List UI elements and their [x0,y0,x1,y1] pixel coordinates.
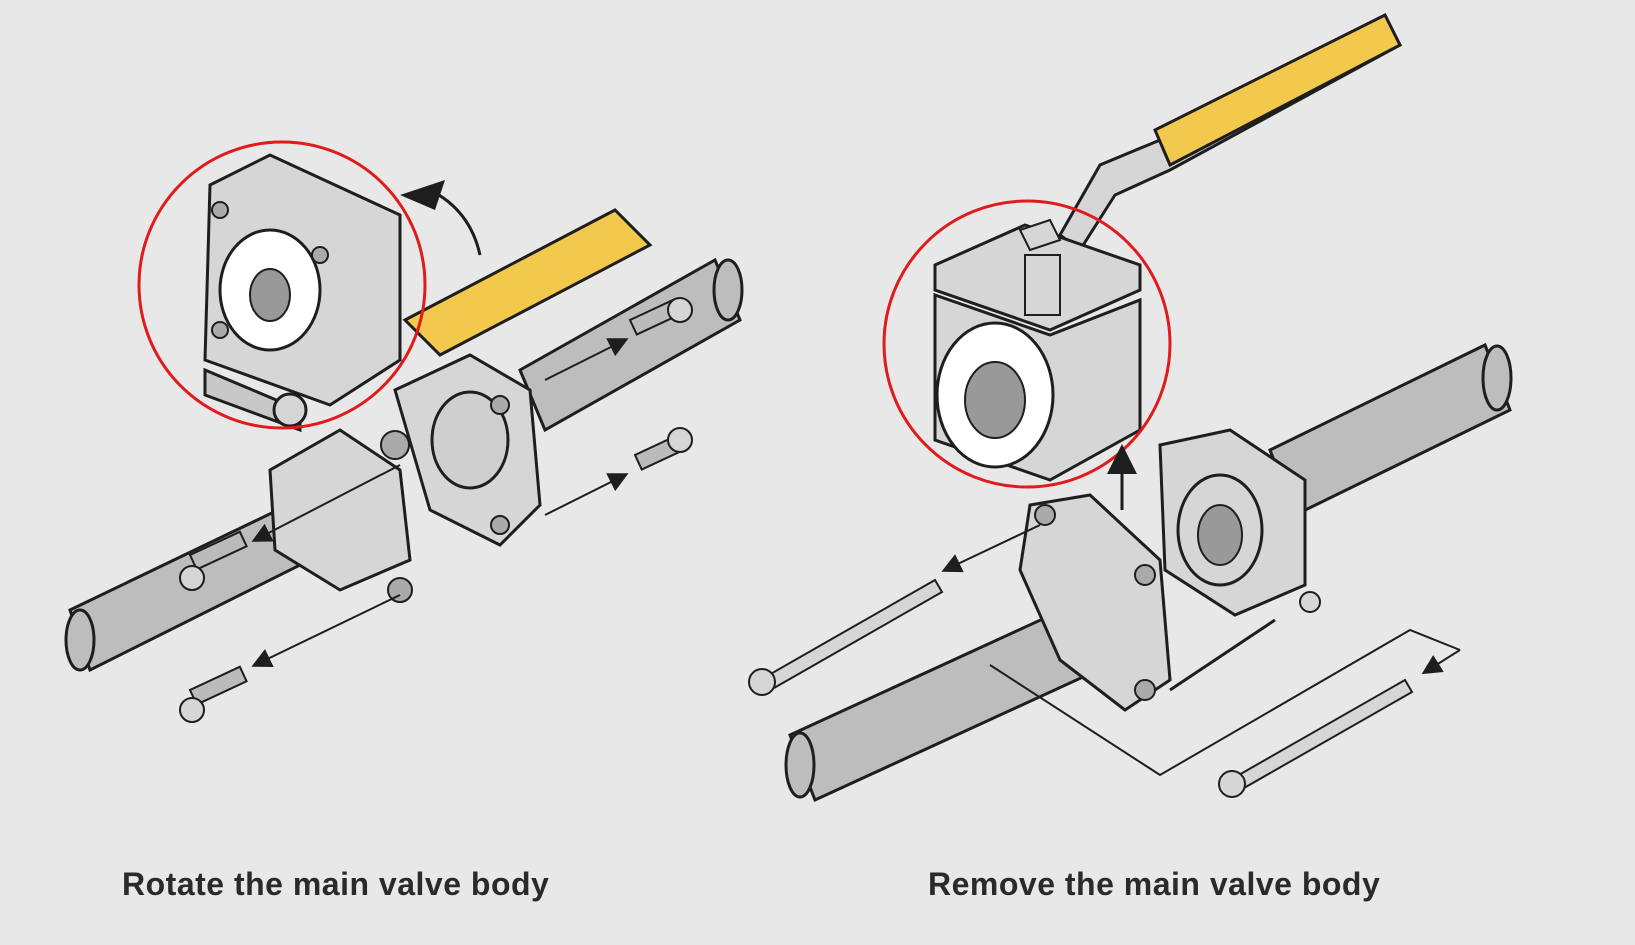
flange-right [393,353,542,547]
left-panel [64,140,744,723]
end-connector-right [1158,428,1307,617]
handle-yellow [402,208,653,357]
handle-lever [1058,12,1403,253]
highlight-circle-right [882,199,1172,489]
end-connector-left-2 [1018,493,1172,712]
right-panel [748,12,1513,803]
pipe-left-2 [784,592,1122,803]
highlight-circle-left [137,140,427,430]
valve-body-rotated [203,153,402,433]
bolts-left [179,297,693,723]
caption-rotate: Rotate the main valve body [122,866,550,902]
caption-remove: Remove the main valve body [928,866,1381,902]
long-bolts [748,524,1461,798]
valve-body-removed [933,218,1142,482]
end-connector-left [268,428,413,603]
